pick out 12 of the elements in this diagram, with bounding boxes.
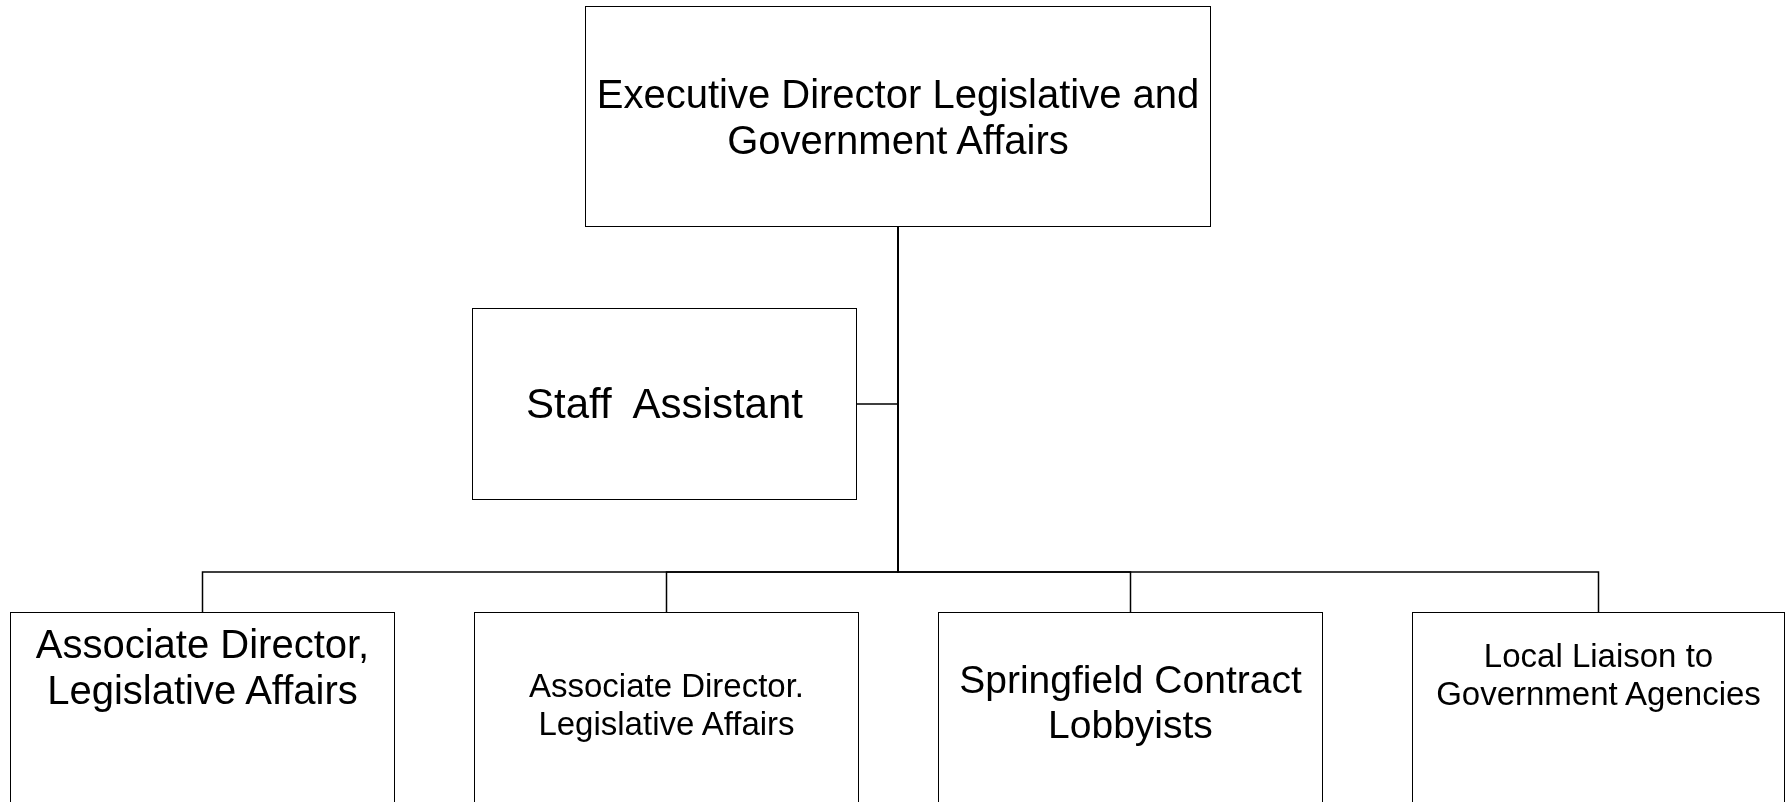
position-title: Executive Director Legislative and Government Affairs (595, 70, 1201, 163)
position-title: Springfield Contract Lobbyists (958, 658, 1303, 748)
org-box (938, 612, 1323, 802)
position-title: Local Liaison to Government Agencies (1435, 637, 1762, 713)
org-box (585, 6, 1211, 227)
position-title: Associate Director, Legislative Affairs (34, 621, 371, 713)
org-box (1412, 612, 1785, 802)
org-box (10, 612, 395, 802)
org-box (474, 612, 859, 802)
position-title: Staff Assistant (525, 379, 803, 429)
position-title: Associate Director. Legislative Affairs (527, 667, 806, 743)
org-box (472, 308, 857, 500)
